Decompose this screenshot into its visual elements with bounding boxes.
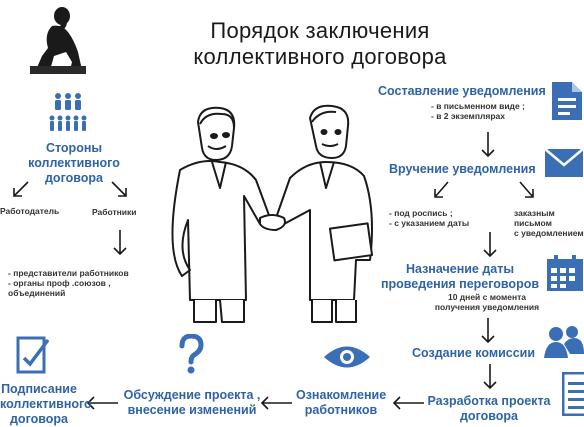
negotiation-date-title: Назначение даты проведения переговоров	[380, 262, 540, 291]
compose-notice-title: Составление уведомления	[378, 84, 546, 98]
familiarize-employees: Ознакомление работников	[296, 388, 387, 417]
deliver-option-signature: - под роспись ; - с указанием даты	[389, 208, 470, 228]
employees-label: Работники	[92, 207, 137, 217]
arrow-develop-to-familiarize	[392, 396, 424, 410]
commission-title: Создание комиссии	[412, 346, 536, 360]
employer-label: Работодатель	[0, 206, 60, 216]
deliver-option-mail: заказным письмом с уведомлением	[514, 208, 584, 238]
thinker-icon	[30, 7, 86, 74]
arrow-compose-to-deliver	[481, 132, 495, 158]
arrow-to-reps	[113, 230, 127, 256]
handshake-illustration	[171, 104, 374, 323]
doc-list-icon	[562, 372, 584, 416]
arrow-deliver-left	[434, 181, 449, 198]
discuss-draft: Обсуждение проекта , внесение изменений	[123, 388, 261, 417]
people-icon	[49, 93, 87, 131]
envelope-icon	[544, 148, 584, 177]
arrow-deliver-to-date	[483, 232, 497, 258]
negotiation-date-note: 10 дней с момента получения уведомления	[434, 292, 540, 312]
arrow-discuss-to-sign	[86, 396, 118, 410]
arrow-deliver-right	[519, 181, 534, 198]
arrow-familiarize-to-discuss	[260, 396, 292, 410]
arrow-commission-to-develop	[483, 364, 497, 390]
representatives-list: - представители работников - органы проф…	[8, 268, 129, 298]
document-icon	[552, 82, 582, 120]
calendar-icon	[547, 255, 583, 291]
parties-title: Стороны коллективного договора	[28, 141, 120, 185]
signed-document-icon	[16, 336, 50, 374]
sign-agreement: Подписание коллективного договора	[0, 382, 92, 426]
title-line-2: коллективного договора	[193, 44, 447, 69]
title-line-1: Порядок заключения	[210, 18, 430, 43]
arrow-to-employees	[111, 181, 127, 197]
page-title: Порядок заключения коллективного договор…	[150, 18, 490, 70]
compose-notice-items: - в письменном виде ; - в 2 экземплярах	[431, 101, 525, 121]
develop-draft-title: Разработка проекта договора	[427, 394, 551, 423]
arrow-to-employer	[13, 181, 29, 197]
arrow-date-to-commission	[481, 318, 495, 344]
eye-icon	[324, 346, 370, 368]
question-icon	[179, 334, 204, 374]
group-icon	[544, 326, 584, 358]
deliver-notice-title: Вручение уведомления	[389, 162, 536, 176]
